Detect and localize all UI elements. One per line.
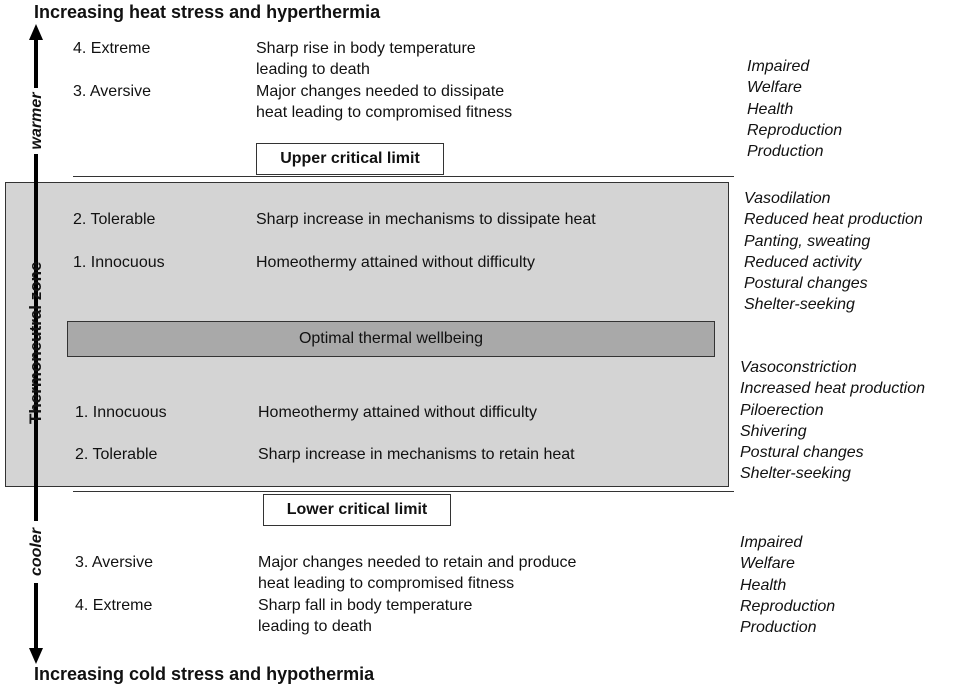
thermoneutral-zone-label: Thermoneutral zone xyxy=(26,261,45,424)
impact-item: Reproduction xyxy=(747,121,843,139)
level-cool-innocuous: 1. Innocuous xyxy=(75,404,167,421)
level-warm-aversive: 3. Aversive xyxy=(73,83,151,100)
desc-line: leading to death xyxy=(258,618,372,635)
desc-cool-extreme: Sharp fall in body temperature leading t… xyxy=(258,595,472,637)
impacts-bottom-list: Impaired Welfare Health Reproduction Pro… xyxy=(740,532,835,638)
level-warm-extreme: 4. Extreme xyxy=(73,40,151,57)
cold-responses-list: Vasoconstriction Increased heat producti… xyxy=(740,357,925,485)
response-item: Postural changes xyxy=(740,444,864,462)
response-item: Shelter-seeking xyxy=(744,296,855,314)
desc-cool-tolerable: Sharp increase in mechanisms to retain h… xyxy=(258,446,575,463)
desc-warm-innocuous: Homeothermy attained without difficulty xyxy=(256,254,535,271)
impact-item: Welfare xyxy=(740,555,795,573)
heat-responses-list: Vasodilation Reduced heat production Pan… xyxy=(744,188,923,316)
level-warm-innocuous: 1. Innocuous xyxy=(73,254,165,271)
desc-warm-extreme: Sharp rise in body temperature leading t… xyxy=(256,38,476,80)
desc-line: heat leading to compromised fitness xyxy=(256,104,513,121)
impact-item: Impaired xyxy=(747,58,810,75)
desc-cool-innocuous: Homeothermy attained without difficulty xyxy=(258,404,537,421)
response-item: Reduced activity xyxy=(744,253,862,271)
desc-line: heat leading to compromised fitness xyxy=(258,575,515,592)
bottom-heading: Increasing cold stress and hypothermia xyxy=(34,664,375,684)
cooler-label: cooler xyxy=(28,521,46,583)
impact-item: Health xyxy=(747,100,794,118)
impact-item: Production xyxy=(740,619,817,637)
impact-item: Health xyxy=(740,576,787,594)
response-item: Panting, sweating xyxy=(744,232,871,250)
impact-item: Reproduction xyxy=(740,597,836,615)
desc-line: leading to death xyxy=(256,61,370,78)
impact-item: Impaired xyxy=(740,534,803,551)
desc-line: Sharp rise in body temperature xyxy=(256,40,476,57)
response-item: Vasoconstriction xyxy=(740,359,857,376)
warmer-label: warmer xyxy=(28,88,46,154)
response-item: Reduced heat production xyxy=(744,211,923,229)
desc-warm-tolerable: Sharp increase in mechanisms to dissipat… xyxy=(256,211,596,228)
desc-line: Major changes needed to dissipate xyxy=(256,83,505,100)
desc-line: Sharp fall in body temperature xyxy=(258,597,473,614)
response-item: Shelter-seeking xyxy=(740,465,851,483)
desc-cool-aversive: Major changes needed to retain and produ… xyxy=(258,552,576,594)
lower-critical-limit: Lower critical limit xyxy=(263,494,451,526)
level-cool-tolerable: 2. Tolerable xyxy=(75,446,158,463)
response-item: Increased heat production xyxy=(740,380,926,398)
lower-limit-line xyxy=(73,491,734,492)
response-item: Piloerection xyxy=(740,401,824,419)
upper-critical-limit: Upper critical limit xyxy=(256,143,444,175)
impacts-top-list: Impaired Welfare Health Reproduction Pro… xyxy=(747,56,842,162)
optimal-thermal-wellbeing: Optimal thermal wellbeing xyxy=(67,321,715,357)
top-heading: Increasing heat stress and hyperthermia xyxy=(34,2,381,22)
impact-item: Production xyxy=(747,143,824,161)
upper-limit-line xyxy=(73,176,734,177)
response-item: Vasodilation xyxy=(744,190,831,207)
desc-line: Major changes needed to retain and produ… xyxy=(258,554,577,571)
response-item: Shivering xyxy=(740,422,807,440)
level-warm-tolerable: 2. Tolerable xyxy=(73,211,156,228)
level-cool-aversive: 3. Aversive xyxy=(75,554,153,571)
impact-item: Welfare xyxy=(747,79,802,97)
desc-warm-aversive: Major changes needed to dissipate heat l… xyxy=(256,81,512,123)
level-cool-extreme: 4. Extreme xyxy=(75,597,153,614)
response-item: Postural changes xyxy=(744,275,868,293)
